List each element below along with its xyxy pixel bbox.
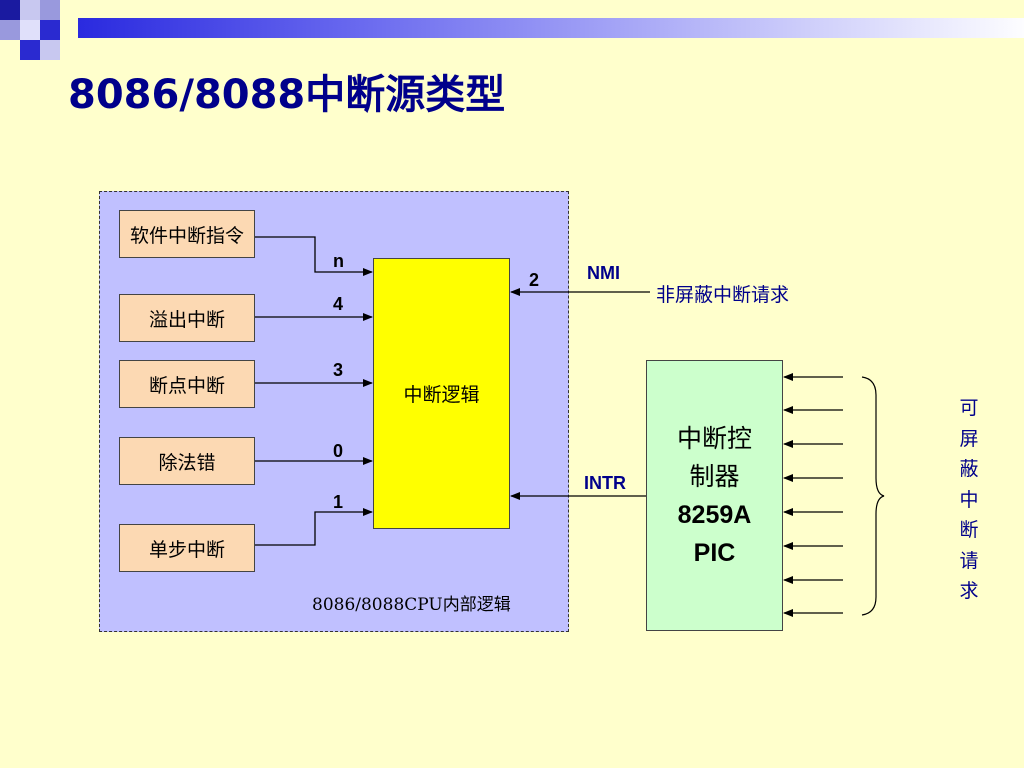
deco-square xyxy=(0,0,20,20)
deco-square xyxy=(20,0,40,20)
pic-label-line4: PIC xyxy=(693,538,736,567)
deco-square xyxy=(0,20,20,40)
source-box-overflow: 溢出中断 xyxy=(119,294,255,342)
source-box-breakpoint: 断点中断 xyxy=(119,360,255,408)
deco-square xyxy=(40,0,60,20)
source-box-software-interrupt: 软件中断指令 xyxy=(119,210,255,258)
irq-brace xyxy=(861,376,885,616)
pic-8259a-box: 中断控 制器 8259A PIC xyxy=(646,360,783,631)
vector-number-software: n xyxy=(333,251,344,271)
deco-square xyxy=(40,20,60,40)
nmi-signal-label: NMI xyxy=(587,263,620,283)
source-box-divide-error: 除法错 xyxy=(119,437,255,485)
interrupt-logic-label: 中断逻辑 xyxy=(403,384,480,406)
pic-label-line1: 中断控 xyxy=(676,423,752,453)
irq-input-lines xyxy=(783,373,843,617)
interrupt-logic-box: 中断逻辑 xyxy=(373,258,510,529)
intr-signal-label: INTR xyxy=(584,473,626,493)
vector-number-divide-error: 0 xyxy=(333,441,344,461)
nmi-request-label: 非屏蔽中断请求 xyxy=(656,284,790,306)
page-title: 8086/8088中断源类型 xyxy=(68,72,506,118)
pic-label-line3: 8259A xyxy=(677,500,752,529)
vector-number-overflow: 4 xyxy=(333,294,344,314)
maskable-request-label: 可屏蔽中断请求 xyxy=(959,397,979,602)
wire-software-interrupt xyxy=(255,236,373,276)
source-box-single-step: 单步中断 xyxy=(119,524,255,572)
wire-single-step xyxy=(255,508,373,546)
vector-number-breakpoint: 3 xyxy=(333,360,344,380)
pic-label-line2: 制器 xyxy=(689,461,740,491)
vector-number-nmi: 2 xyxy=(529,270,540,290)
header-gradient-bar xyxy=(78,18,1024,38)
deco-square xyxy=(20,20,40,40)
vector-number-single-step: 1 xyxy=(333,492,344,512)
cpu-caption: 8086/8088CPU内部逻辑 xyxy=(312,595,511,615)
deco-square xyxy=(20,40,40,60)
deco-square xyxy=(40,40,60,60)
